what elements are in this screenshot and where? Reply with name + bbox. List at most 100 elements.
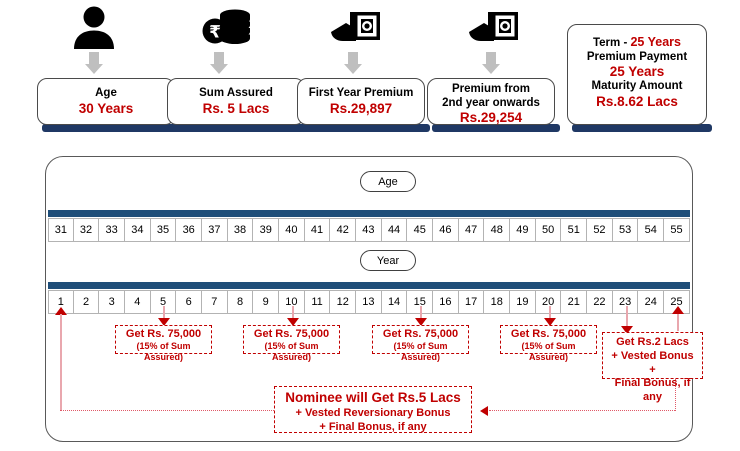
year-pill-label: Year xyxy=(360,250,416,271)
card-shadow xyxy=(302,124,430,132)
age-cell-47: 47 xyxy=(458,218,485,242)
connector-year-20 xyxy=(549,306,551,320)
arrow-down-icon-year-20 xyxy=(544,318,556,326)
year-cell-18: 18 xyxy=(484,290,511,314)
premium-payment-value: 25 Years xyxy=(609,64,665,80)
survival-benefit-main: Get Rs. 75,000 xyxy=(382,328,459,340)
sum-assured-card: Sum Assured Rs. 5 Lacs xyxy=(167,78,305,125)
arrow-up-icon-year-1 xyxy=(55,307,67,315)
age-cell-41: 41 xyxy=(304,218,331,242)
age-card-label: Age xyxy=(95,87,117,99)
hand-cash-icon xyxy=(468,10,522,53)
survival-benefit-main: Get Rs. 75,000 xyxy=(253,328,330,340)
age-cell-42: 42 xyxy=(330,218,357,242)
connector-year-5 xyxy=(163,306,165,320)
age-cell-33: 33 xyxy=(99,218,126,242)
arrow-head-down-icon xyxy=(344,64,362,74)
age-cell-55: 55 xyxy=(664,218,690,242)
svg-text:₹: ₹ xyxy=(209,23,221,43)
year-cell-3: 3 xyxy=(99,290,126,314)
age-cell-44: 44 xyxy=(381,218,408,242)
renewal-premium-card-label-line1: Premium from xyxy=(452,83,530,95)
maturity-benefit-line2: + Vested Bonus + xyxy=(611,349,694,376)
age-cell-53: 53 xyxy=(612,218,639,242)
connector-year-10 xyxy=(292,306,294,320)
maturity-amount-value: Rs.8.62 Lacs xyxy=(596,93,678,109)
maturity-benefit-line3: Final Bonus, if any xyxy=(614,377,691,403)
arrow-head-down-icon xyxy=(85,64,103,74)
age-cell-38: 38 xyxy=(227,218,254,242)
age-cell-35: 35 xyxy=(150,218,177,242)
arrow-down-icon-year-15 xyxy=(415,318,427,326)
death-benefit-line3: + Final Bonus, if any xyxy=(319,420,427,433)
year-cell-22: 22 xyxy=(587,290,613,314)
connector-right-vertical xyxy=(675,379,676,411)
arrow-stem xyxy=(348,52,358,66)
survival-benefit-callout-year-15: Get Rs. 75,000 (15% of Sum Assured) xyxy=(372,325,469,362)
person-icon xyxy=(70,6,118,55)
age-cell-31: 31 xyxy=(48,218,74,242)
year-cell-24: 24 xyxy=(638,290,665,314)
arrow-stem xyxy=(214,52,224,66)
arrow-head-down-icon xyxy=(482,64,500,74)
maturity-benefit-line1: Get Rs.2 Lacs xyxy=(616,336,689,348)
sum-assured-card-label: Sum Assured xyxy=(199,87,273,99)
year-cell-20: 20 xyxy=(535,290,562,314)
year-cell-25: 25 xyxy=(664,290,690,314)
death-benefit-callout: Nominee will Get Rs.5 Lacs + Vested Reve… xyxy=(274,386,472,433)
year-cell-7: 7 xyxy=(202,290,228,314)
survival-benefit-main: Get Rs. 75,000 xyxy=(510,328,587,340)
age-pill-label: Age xyxy=(360,171,416,192)
maturity-amount-label: Maturity Amount xyxy=(591,80,683,93)
year-cell-12: 12 xyxy=(330,290,357,314)
age-cell-37: 37 xyxy=(202,218,228,242)
connector-year-23 xyxy=(626,306,628,328)
year-cell-23: 23 xyxy=(612,290,639,314)
year-cell-14: 14 xyxy=(381,290,408,314)
renewal-premium-card-value: Rs.29,254 xyxy=(459,110,523,126)
survival-benefit-callout-year-5: Get Rs. 75,000 (15% of Sum Assured) xyxy=(115,325,212,362)
connector-year-15 xyxy=(420,306,422,320)
survival-benefit-main: Get Rs. 75,000 xyxy=(125,328,202,340)
term-line: Term - 25 Years xyxy=(568,35,706,51)
age-card-value: 30 Years xyxy=(78,100,134,116)
age-cell-54: 54 xyxy=(638,218,665,242)
age-cell-48: 48 xyxy=(484,218,511,242)
year-cell-6: 6 xyxy=(176,290,203,314)
arrow-stem xyxy=(486,52,496,66)
card-shadow xyxy=(42,124,180,132)
age-card: Age 30 Years xyxy=(37,78,175,125)
survival-benefit-callout-year-20: Get Rs. 75,000 (15% of Sum Assured) xyxy=(500,325,597,362)
survival-benefit-sub: (15% of Sum Assured) xyxy=(393,341,448,363)
death-benefit-dotted-line-left xyxy=(60,410,274,411)
death-benefit-dotted-line-right xyxy=(489,410,675,411)
card-shadow xyxy=(432,124,560,132)
age-cell-43: 43 xyxy=(356,218,382,242)
maturity-benefit-callout: Get Rs.2 Lacs + Vested Bonus + Final Bon… xyxy=(602,332,703,403)
year-cell-9: 9 xyxy=(253,290,280,314)
year-cell-13: 13 xyxy=(356,290,382,314)
year-cell-11: 11 xyxy=(304,290,331,314)
connector-year-25-up xyxy=(677,313,679,331)
survival-benefit-callout-year-10: Get Rs. 75,000 (15% of Sum Assured) xyxy=(243,325,340,362)
year-cell-8: 8 xyxy=(227,290,254,314)
arrow-stem xyxy=(89,52,99,66)
rupee-coins-icon: ₹ xyxy=(202,8,254,55)
year-cell-10: 10 xyxy=(279,290,305,314)
year-row-bar xyxy=(48,282,690,289)
arrow-head-down-icon xyxy=(210,64,228,74)
arrow-up-icon-year-25 xyxy=(672,306,684,314)
age-cell-40: 40 xyxy=(279,218,305,242)
age-cell-46: 46 xyxy=(433,218,459,242)
arrow-down-icon-year-10 xyxy=(287,318,299,326)
age-cell-52: 52 xyxy=(587,218,613,242)
term-value: 25 Years xyxy=(630,35,682,49)
age-cell-39: 39 xyxy=(253,218,280,242)
age-cell-34: 34 xyxy=(125,218,151,242)
first-year-premium-card: First Year Premium Rs.29,897 xyxy=(297,78,425,125)
term-label: Term - xyxy=(592,37,631,49)
year-cell-21: 21 xyxy=(561,290,588,314)
